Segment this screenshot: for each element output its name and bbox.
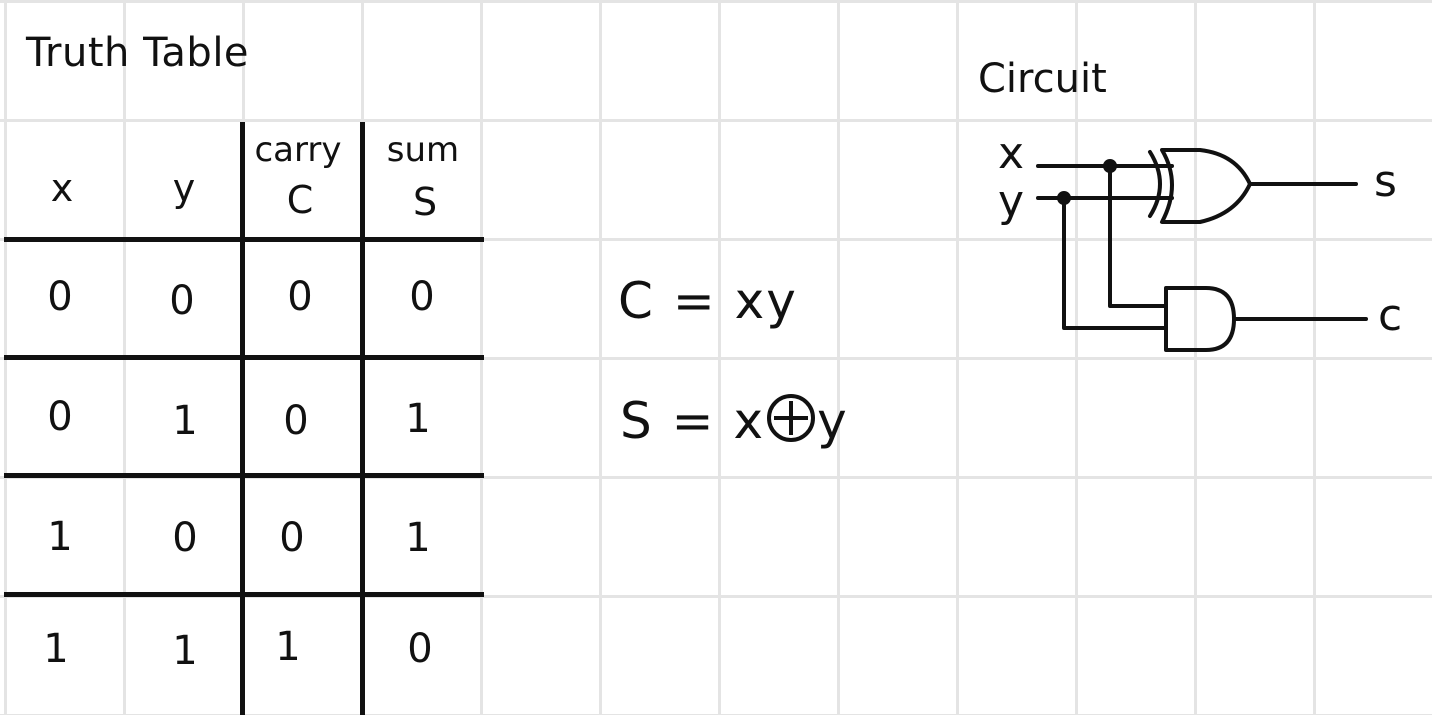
wire-x-branch [1108, 164, 1168, 308]
output-label-c: c [1378, 290, 1403, 341]
sum-equation-rhs-y: y [817, 392, 849, 450]
table-cell: 0 [407, 626, 433, 672]
input-label-y: y [998, 176, 1025, 227]
xor-gate [1148, 148, 1252, 224]
wire-y-branch [1062, 196, 1168, 330]
table-cell: 0 [287, 274, 313, 320]
xor-operator-icon [767, 394, 816, 442]
and-gate [1164, 286, 1236, 352]
table-cell: 0 [279, 515, 305, 561]
table-cell: 0 [169, 278, 195, 324]
input-label-x: x [998, 128, 1025, 179]
table-divider-horizontal [4, 355, 484, 360]
sum-equation-lhs: S [620, 392, 654, 450]
table-cell: 0 [409, 274, 435, 320]
table-cell: 1 [172, 628, 198, 674]
carry-equation: C = xy [618, 272, 798, 330]
table-cell: 0 [172, 515, 198, 561]
table-cell: 1 [405, 515, 431, 561]
table-cell: 0 [47, 274, 73, 320]
column-header-s: S [412, 180, 438, 224]
carry-equation-lhs: C [618, 272, 655, 330]
output-label-s: s [1374, 156, 1397, 207]
sum-equation-equals: = [671, 392, 716, 450]
table-divider-vertical [240, 122, 245, 715]
truth-table-title: Truth Table [26, 30, 250, 76]
column-header-x: x [50, 166, 74, 210]
table-cell: 1 [405, 396, 431, 442]
column-header-c: C [286, 178, 314, 222]
table-cell: 1 [47, 514, 73, 560]
carry-equation-rhs: xy [734, 272, 798, 330]
table-cell: 0 [283, 398, 309, 444]
sum-equation-rhs-x: x [733, 392, 766, 450]
carry-equation-equals: = [672, 272, 717, 330]
table-divider-horizontal [4, 237, 484, 242]
table-divider-horizontal [4, 592, 484, 597]
table-cell: 1 [172, 398, 198, 444]
circuit-title: Circuit [978, 56, 1107, 102]
table-divider-vertical [360, 122, 365, 715]
table-cell: 1 [275, 624, 301, 670]
column-header-carry-label: carry [254, 130, 342, 170]
table-cell: 1 [43, 626, 69, 672]
table-cell: 0 [47, 394, 73, 440]
column-header-y: y [172, 166, 196, 210]
column-header-sum-label: sum [386, 130, 460, 170]
table-divider-horizontal [4, 473, 484, 478]
